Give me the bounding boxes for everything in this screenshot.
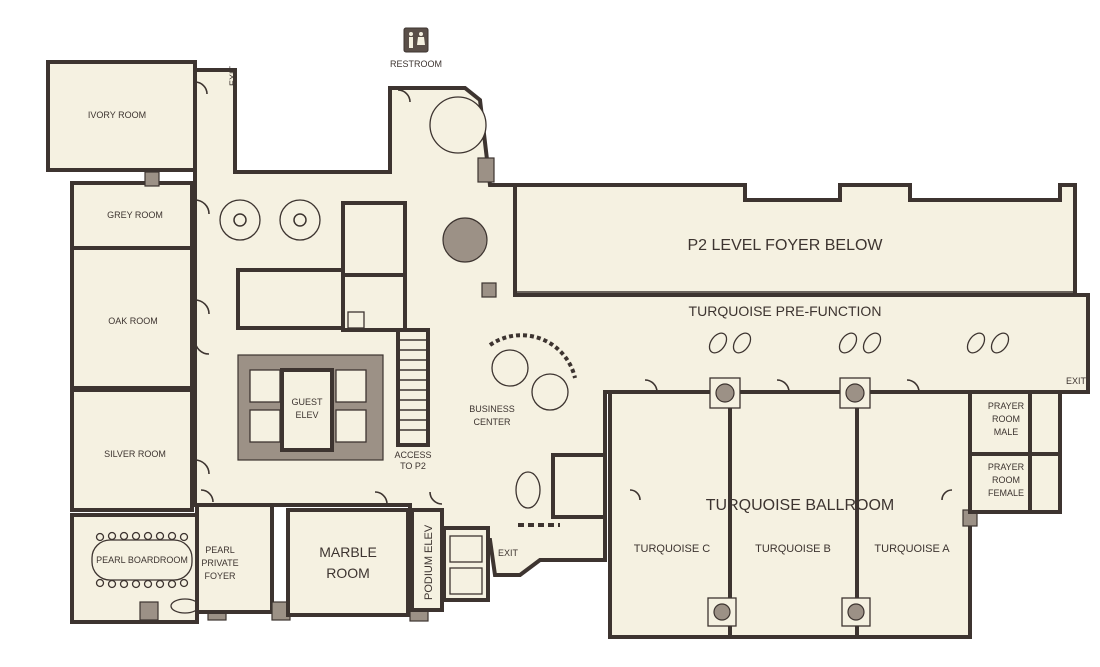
grey-room-label: GREY ROOM — [107, 210, 163, 220]
prayer-male-label-1: PRAYER — [988, 401, 1025, 411]
plant-icon — [144, 171, 160, 187]
plant-icon — [481, 282, 497, 298]
lounge-table — [219, 199, 261, 241]
kiosk — [551, 453, 607, 519]
grey-room[interactable] — [70, 181, 194, 250]
guest-elevator-lobby — [280, 368, 334, 452]
boardroom-chairs — [95, 531, 189, 589]
elevator-icon — [449, 535, 483, 563]
silver-room[interactable] — [70, 388, 194, 512]
marble-room[interactable] — [286, 508, 410, 617]
silver-room-label: SILVER ROOM — [104, 449, 166, 459]
podium-elev-label: PODIUM ELEV — [423, 524, 435, 600]
ivory-room[interactable] — [46, 60, 197, 172]
exit-bottom-label[interactable]: EXIT — [498, 548, 519, 558]
lounge-seating — [429, 96, 487, 154]
lounge-table — [279, 199, 321, 241]
stairs-access-p2[interactable] — [396, 328, 430, 447]
guest-elev-label-2: ELEV — [295, 410, 318, 420]
lounge-seating — [442, 217, 488, 263]
business-center-label-1: BUSINESS — [469, 404, 515, 414]
guest-elev-label-1: GUEST — [291, 397, 323, 407]
oak-room[interactable] — [70, 246, 194, 390]
access-label-1: ACCESS — [394, 450, 431, 460]
turquoise-a-label: TURQUOISE A — [874, 543, 950, 555]
doors — [194, 81, 953, 505]
p2-foyer-below — [513, 183, 1077, 297]
prayer-ablution-female — [1028, 452, 1062, 514]
boardroom-sofa — [170, 598, 200, 614]
podium-elevator[interactable] — [410, 508, 444, 612]
lobby-table — [515, 471, 541, 509]
oak-room-label: OAK ROOM — [108, 316, 158, 326]
access-label-2: TO P2 — [400, 461, 426, 471]
prefunction-seating — [708, 332, 1010, 354]
business-table — [491, 349, 529, 387]
service-core — [236, 268, 345, 330]
prefunction-label: TURQUOISE PRE-FUNCTION — [689, 303, 882, 319]
prayer-female-label-3: FEMALE — [988, 488, 1024, 498]
business-center-screen — [488, 333, 577, 379]
pearl-foyer-label-3: FOYER — [204, 571, 236, 581]
business-center-label-2: CENTER — [473, 417, 511, 427]
turquoise-ballroom-label: TURQUOISE BALLROOM — [706, 497, 894, 514]
pearl-boardroom-label: PEARL BOARDROOM — [96, 555, 188, 565]
marble-room-label-2: ROOM — [326, 565, 370, 581]
exit-top-label[interactable]: EXIT — [228, 65, 238, 86]
restroom-label: RESTROOM — [390, 59, 442, 69]
marble-room-label-1: MARBLE — [319, 544, 377, 560]
exit-right-label[interactable]: EXIT — [1066, 376, 1087, 386]
pearl-foyer-label-2: PRIVATE — [201, 558, 238, 568]
prayer-female-label-2: ROOM — [992, 475, 1020, 485]
turquoise-c-label: TURQUOISE C — [634, 543, 710, 555]
plant-icon — [139, 601, 159, 621]
plant-icon — [707, 597, 737, 627]
prayer-male-label-2: ROOM — [992, 414, 1020, 424]
pearl-private-foyer[interactable] — [195, 503, 274, 614]
restroom-icon[interactable] — [403, 27, 429, 53]
p2-foyer-label: P2 LEVEL FOYER BELOW — [687, 237, 883, 254]
elevator-icon — [347, 311, 365, 329]
service-room — [341, 201, 407, 277]
business-table — [531, 373, 569, 411]
stair-treads — [398, 339, 428, 431]
turquoise-b-label: TURQUOISE B — [755, 543, 831, 555]
turquoise-ballroom[interactable] — [608, 390, 972, 639]
prayer-female-label-1: PRAYER — [988, 462, 1025, 472]
elevator-icon — [249, 409, 281, 443]
ivory-room-label: IVORY ROOM — [88, 110, 146, 120]
plant-icon — [477, 157, 495, 183]
pearl-foyer-label-1: PEARL — [205, 545, 235, 555]
elevator-icon — [249, 369, 281, 403]
elevator-icon — [335, 369, 367, 403]
elevator-icon — [449, 567, 483, 595]
boardroom-table — [91, 539, 193, 581]
prayer-male-label-3: MALE — [994, 427, 1019, 437]
prayer-ablution-male — [1028, 390, 1062, 456]
elevator-icon — [335, 409, 367, 443]
